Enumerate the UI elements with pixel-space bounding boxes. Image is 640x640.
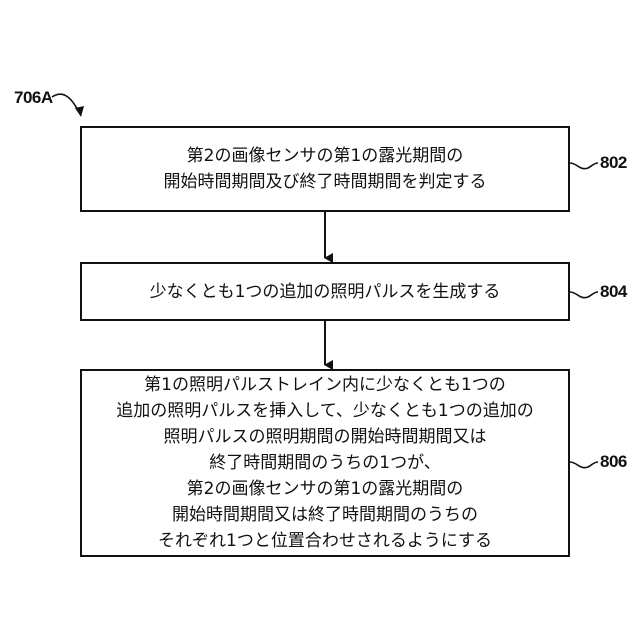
step-806-text-line: 照明パルスの照明期間の開始時間期間又は — [164, 424, 487, 450]
step-ref-806: 806 — [600, 452, 627, 472]
figure-label: 706A — [14, 88, 53, 108]
step-box-802: 第2の画像センサの第1の露光期間の 開始時間期間及び終了時間期間を判定する — [80, 126, 570, 212]
leader-806 — [570, 462, 598, 468]
step-802-text-line: 開始時間期間及び終了時間期間を判定する — [164, 169, 487, 195]
leader-802 — [570, 163, 598, 169]
step-806-text-line: 終了時間期間のうちの1つが、 — [209, 450, 440, 476]
leader-804 — [570, 292, 598, 298]
step-ref-804: 804 — [600, 282, 627, 302]
step-806-text-line: 追加の照明パルスを挿入して、少なくとも1つの追加の — [116, 398, 533, 424]
step-ref-802: 802 — [600, 153, 627, 173]
step-806-text-line: 第2の画像センサの第1の露光期間の — [187, 476, 464, 502]
figure-label-pointer — [52, 94, 79, 112]
step-804-text-line: 少なくとも1つの追加の照明パルスを生成する — [150, 279, 501, 305]
step-box-806: 第1の照明パルストレイン内に少なくとも1つの 追加の照明パルスを挿入して、少なく… — [80, 369, 570, 557]
step-806-text-line: 開始時間期間又は終了時間期間のうちの — [172, 502, 478, 528]
step-806-text-line: 第1の照明パルストレイン内に少なくとも1つの — [144, 372, 506, 398]
step-806-text-line: それぞれ1つと位置合わせされるようにする — [158, 528, 492, 554]
step-box-804: 少なくとも1つの追加の照明パルスを生成する — [80, 262, 570, 321]
step-802-text-line: 第2の画像センサの第1の露光期間の — [187, 143, 464, 169]
